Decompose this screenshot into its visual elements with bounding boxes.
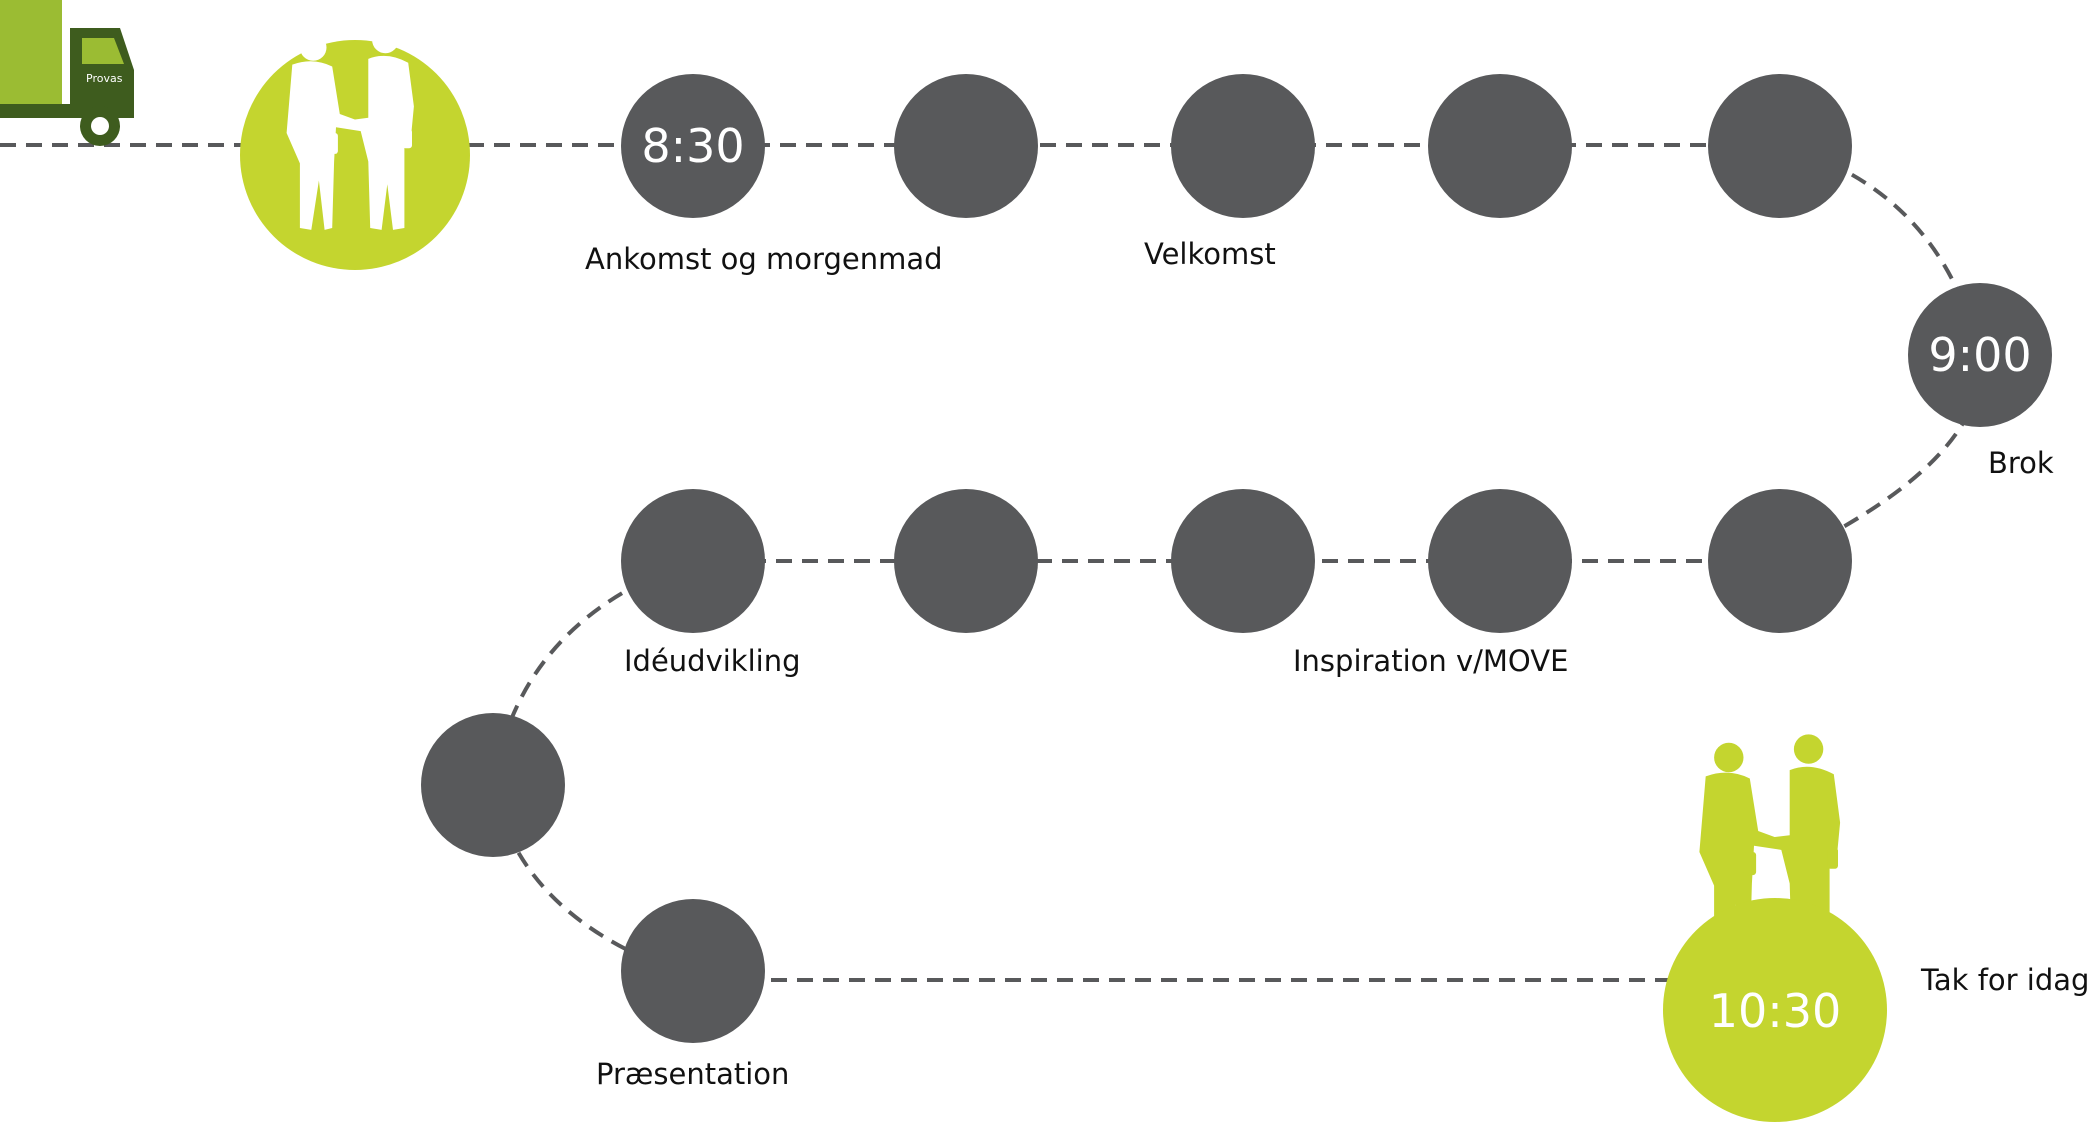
timeline-node — [421, 713, 565, 857]
time-830: 8:30 — [641, 119, 744, 173]
time-900: 9:00 — [1928, 328, 2031, 382]
label-tak: Tak for idag — [1920, 963, 2089, 997]
label-brok: Brok — [1988, 446, 2054, 480]
timeline-node — [1428, 489, 1572, 633]
truck-icon: Provas — [0, 0, 134, 146]
timeline-node — [1708, 489, 1852, 633]
end-node: 10:30 — [1663, 898, 1887, 1122]
timeline-node — [1708, 74, 1852, 218]
timeline-node — [1171, 489, 1315, 633]
truck-brand: Provas — [86, 72, 123, 85]
timeline-node — [1428, 74, 1572, 218]
start-node — [240, 26, 470, 270]
timeline-node — [621, 899, 765, 1043]
time-1030: 10:30 — [1709, 984, 1842, 1038]
label-ideudvikling: Idéudvikling — [624, 644, 801, 678]
timeline-node — [894, 489, 1038, 633]
timeline-node — [621, 489, 765, 633]
label-ankomst: Ankomst og morgenmad — [585, 242, 943, 276]
label-inspiration: Inspiration v/MOVE — [1293, 644, 1568, 678]
label-praesentation: Præsentation — [596, 1057, 789, 1091]
node-900: 9:00 — [1908, 283, 2052, 427]
node-830: 8:30 — [621, 74, 765, 218]
label-velkomst: Velkomst — [1144, 237, 1276, 271]
timeline-node — [1171, 74, 1315, 218]
timeline-node — [894, 74, 1038, 218]
